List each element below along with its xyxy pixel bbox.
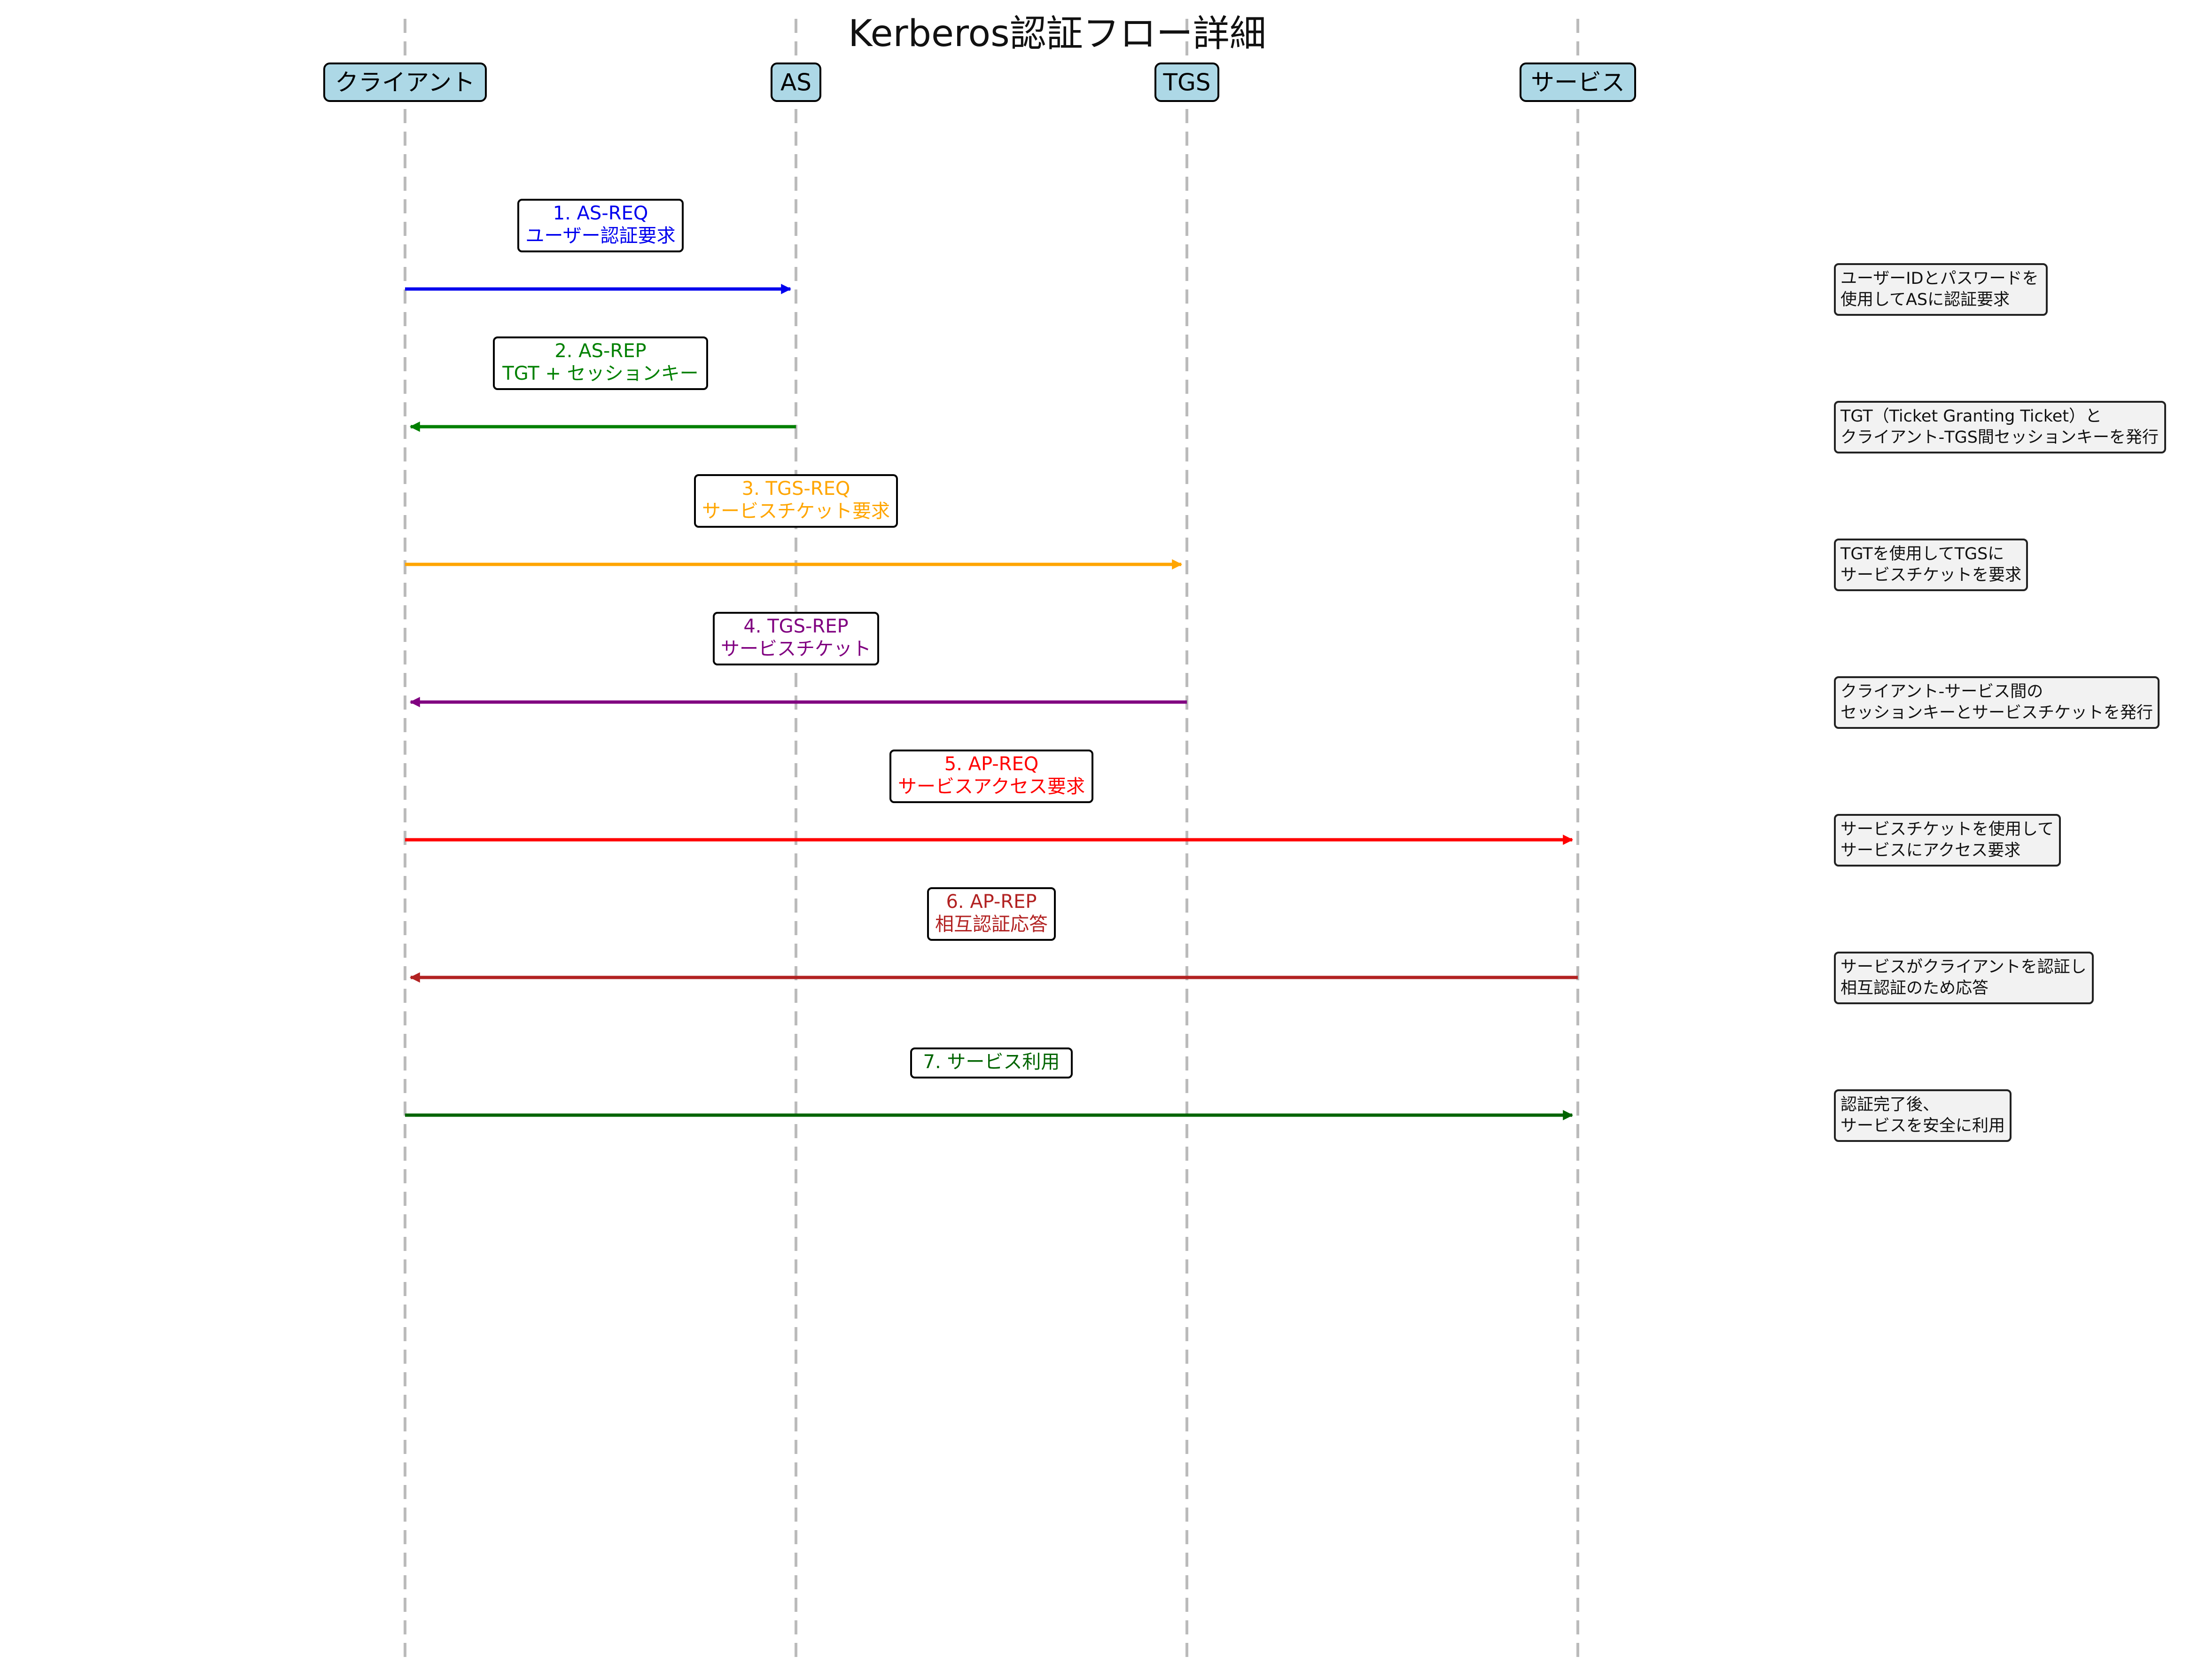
note-box bbox=[1834, 814, 2061, 867]
message-desc-label: サービスチケット bbox=[721, 638, 871, 660]
actor-label: AS bbox=[780, 69, 811, 96]
message-desc-label: ユーザー認証要求 bbox=[525, 225, 675, 247]
note-line: クライアント-サービス間の bbox=[1840, 682, 2043, 701]
actor-service: サービス bbox=[1520, 63, 1636, 102]
diagram-title: Kerberos認証フロー詳細 bbox=[848, 13, 1266, 55]
message-label-box bbox=[713, 612, 879, 665]
message-desc-label: サービスチケット要求 bbox=[702, 500, 890, 522]
note-line: サービスを安全に利用 bbox=[1840, 1117, 2005, 1135]
message-step-label: 3. TGS-REQ bbox=[742, 478, 850, 500]
actor-label: クライアント bbox=[335, 69, 475, 96]
actor-label: サービス bbox=[1531, 69, 1625, 96]
note-box bbox=[1834, 539, 2028, 591]
message-desc-label: TGT + セッションキー bbox=[502, 363, 698, 384]
note-line: TGTを使用してTGSに bbox=[1840, 545, 2004, 563]
note-line: 相互認証のため応答 bbox=[1840, 979, 1988, 998]
note-line: サービスにアクセス要求 bbox=[1840, 841, 2020, 860]
note-box bbox=[1834, 676, 2160, 729]
note-box bbox=[1834, 1089, 2012, 1142]
message-step-label: 6. AP-REP bbox=[946, 891, 1037, 913]
message-step-label: 2. AS-REP bbox=[554, 340, 646, 362]
message-desc-label: 相互認証応答 bbox=[935, 914, 1048, 935]
message-step-label: 7. サービス利用 bbox=[923, 1051, 1060, 1073]
note-box bbox=[1834, 263, 2048, 316]
note-line: サービスチケットを要求 bbox=[1840, 566, 2021, 585]
message-label-box bbox=[927, 887, 1056, 941]
note-line: 認証完了後、 bbox=[1840, 1095, 1939, 1114]
note-line: TGT（Ticket Granting Ticket）と bbox=[1840, 407, 2102, 426]
message-label-box bbox=[910, 1047, 1073, 1078]
note-7: 認証完了後、サービスを安全に利用 bbox=[1834, 1089, 2012, 1142]
note-line: ユーザーIDとパスワードを bbox=[1840, 269, 2039, 288]
note-line: セッションキーとサービスチケットを発行 bbox=[1840, 703, 2153, 722]
message-7: 7. サービス利用 bbox=[405, 1047, 1574, 1120]
note-line: サービスがクライアントを認証し bbox=[1840, 958, 2087, 977]
note-2: TGT（Ticket Granting Ticket）とクライアント-TGS間セ… bbox=[1834, 401, 2166, 453]
actor-label: TGS bbox=[1162, 69, 1210, 96]
message-desc-label: サービスアクセス要求 bbox=[898, 776, 1085, 797]
actor-box bbox=[1154, 63, 1219, 102]
actors: クライアント AS TGS サービス bbox=[323, 63, 1636, 102]
note-box bbox=[1834, 401, 2166, 453]
message-step-label: 4. TGS-REP bbox=[743, 616, 848, 637]
note-box bbox=[1834, 952, 2094, 1004]
message-step-label: 1. AS-REQ bbox=[553, 203, 648, 224]
actor-box bbox=[771, 63, 821, 102]
message-label-box bbox=[889, 750, 1093, 803]
message-label-box bbox=[694, 474, 898, 528]
note-line: サービスチケットを使用して bbox=[1840, 820, 2054, 839]
message-step-label: 5. AP-REQ bbox=[944, 753, 1038, 775]
note-line: 使用してASに認証要求 bbox=[1840, 290, 2010, 309]
note-line: クライアント-TGS間セッションキーを発行 bbox=[1840, 428, 2159, 447]
actor-box bbox=[323, 63, 487, 102]
message-label-box bbox=[517, 199, 684, 252]
actor-client: クライアント bbox=[323, 63, 487, 102]
message-label-box bbox=[493, 336, 708, 390]
actor-tgs: TGS bbox=[1154, 63, 1219, 102]
actor-box bbox=[1520, 63, 1636, 102]
actor-as: AS bbox=[771, 63, 821, 102]
